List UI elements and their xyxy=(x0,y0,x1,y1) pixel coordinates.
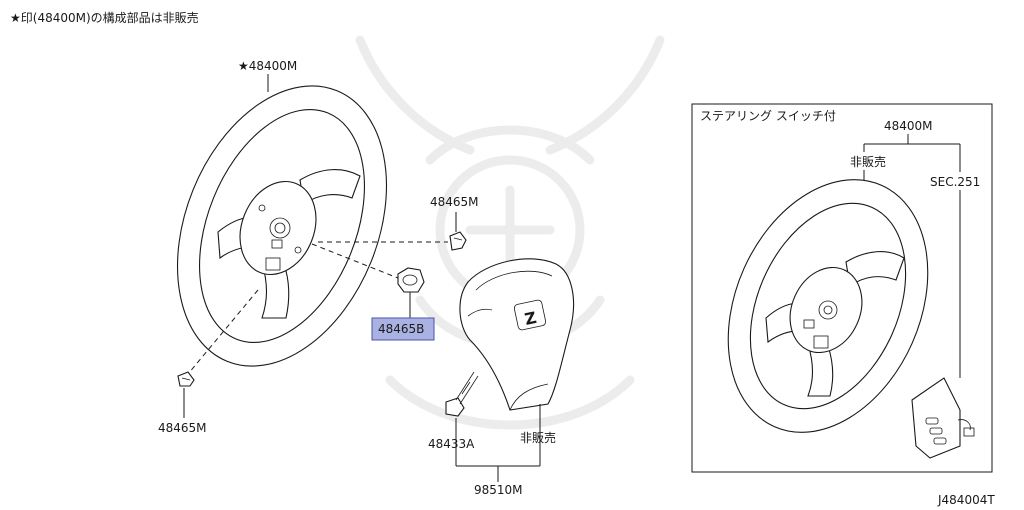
label-assembly: 98510M xyxy=(474,483,523,497)
diagram-id: J484004T xyxy=(937,493,995,507)
nut[interactable] xyxy=(397,267,425,293)
steering-wheel-inset[interactable] xyxy=(690,148,965,464)
steering-switch[interactable] xyxy=(911,377,975,459)
clip-top[interactable] xyxy=(449,231,467,251)
label-clip-top: 48465M xyxy=(430,195,479,209)
airbag-pad[interactable]: Z xyxy=(459,258,575,411)
label-inset-sec[interactable]: SEC.251 xyxy=(930,175,980,189)
label-inset-not-sold: 非販売 xyxy=(850,154,886,169)
label-inset-part: 48400M xyxy=(884,119,933,133)
steering-wheel-main[interactable] xyxy=(138,55,425,398)
label-not-sold-pad: 非販売 xyxy=(520,430,556,445)
note-text: ★印(48400M)の構成部品は非販売 xyxy=(10,10,199,25)
highlight-box xyxy=(371,317,435,341)
label-clip-bottom: 48465M xyxy=(158,421,207,435)
clip-bottom[interactable] xyxy=(177,371,195,387)
inset-title: ステアリング スイッチ付 xyxy=(700,109,836,123)
bolt[interactable] xyxy=(445,371,479,417)
pad-logo-text: Z xyxy=(523,308,538,329)
label-wheel-main: ★48400M xyxy=(238,59,297,73)
inset-box xyxy=(691,103,993,473)
label-nut[interactable]: 48465B xyxy=(378,322,424,336)
label-bolt: 48433A xyxy=(428,437,475,451)
